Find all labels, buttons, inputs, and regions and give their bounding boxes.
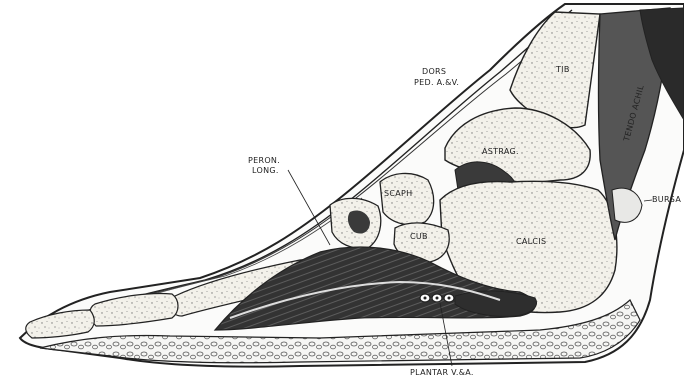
label-ped: PED. A.&V.	[414, 78, 459, 87]
label-tib: TIB	[556, 65, 570, 74]
label-dors: DORS	[422, 67, 446, 76]
label-plantar: PLANTAR V.&A.	[410, 368, 474, 377]
label-calcis: CALCIS	[516, 237, 546, 246]
plantar-vessels	[420, 294, 454, 302]
navicular	[380, 173, 434, 224]
label-cub: CUB	[410, 232, 428, 241]
label-peron: PERON.	[248, 156, 280, 165]
label-long: LONG.	[252, 166, 279, 175]
label-astrag: ASTRAG.	[482, 147, 519, 156]
label-bursa: BURSA	[652, 195, 681, 204]
label-scaph: SCAPH	[384, 189, 412, 198]
